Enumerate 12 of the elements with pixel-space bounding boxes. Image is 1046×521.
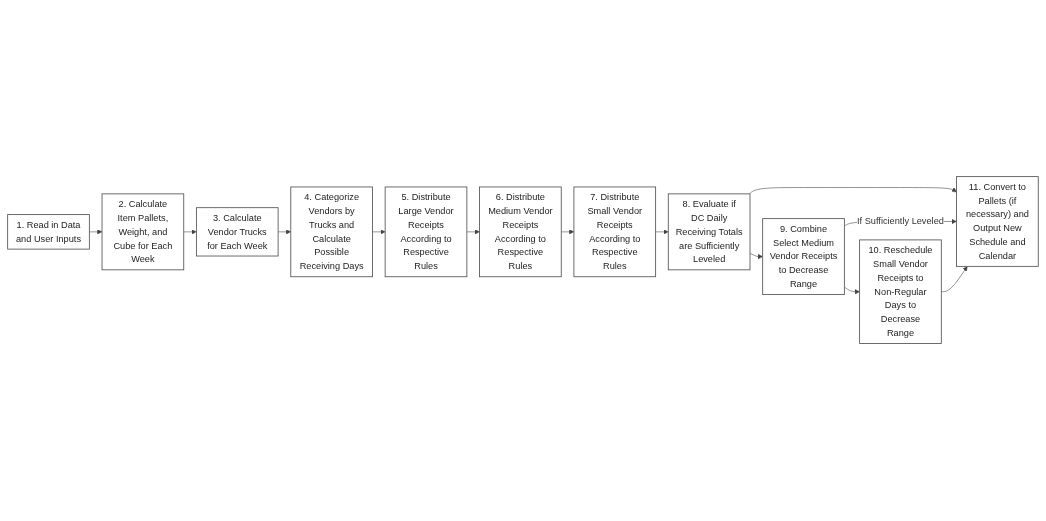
node-box: 10. Reschedule Small Vendor Receipts to Non-Regular Days to Decrease Range: [859, 239, 942, 345]
node-box: 1. Read in Data and User Inputs: [7, 214, 90, 250]
node-box: 8. Evaluate if DC Daily Receiving Totals are Sufficiently Leveled: [667, 193, 751, 271]
node-box: 6. Distribute Medium Vendor Receipts According to Respective Rules: [479, 187, 562, 278]
node-box: 5. Distribute Large Vendor Receipts According to Respective Rules: [384, 187, 468, 278]
node-box: 9. Combine Select Medium Vendor Receipts to Decrease Range: [762, 218, 845, 296]
node-box: 7. Distribute Small Vendor Receipts According to Respective Rules: [573, 187, 657, 278]
node-box: 11. Convert to Pallets (if necessary) and Output New Schedule and Calendar: [956, 176, 1039, 268]
edge-label: If Sufficiently Leveled: [857, 216, 944, 227]
node-box: 4. Categorize Vendors by Trucks and Calculate Possible Receiving Days: [290, 187, 373, 278]
node-box: 2. Calculate Item Pallets, Weight, and Cube for Each Week: [101, 193, 185, 271]
node-box: 3. Calculate Vendor Trucks for Each Week: [196, 207, 279, 257]
